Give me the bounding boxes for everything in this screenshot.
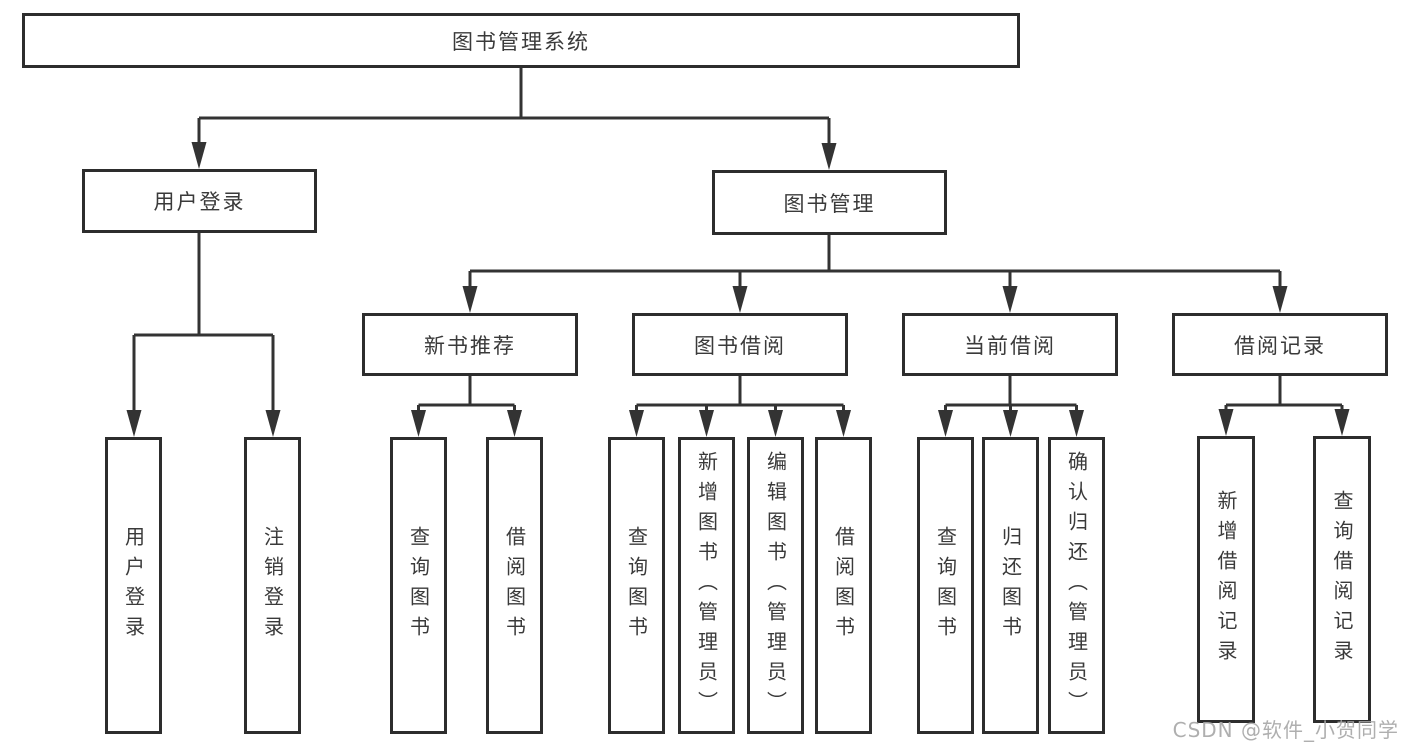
leaf-nb-borrow-books: 借阅图书	[486, 437, 543, 734]
leaf-nb-query-books-label: 查询图书	[406, 525, 431, 646]
leaf-br-add-record: 新增借阅记录	[1197, 436, 1255, 723]
leaf-nb-query-books: 查询图书	[390, 437, 447, 734]
leaf-bb-edit-books-label: 编辑图书（管理员）	[763, 450, 788, 721]
leaf-cb-query-books: 查询图书	[917, 437, 974, 734]
node-book-borrowing: 图书借阅	[632, 313, 848, 376]
node-borrowing-records: 借阅记录	[1172, 313, 1388, 376]
leaf-cb-confirm-return-label: 确认归还（管理员）	[1064, 450, 1089, 721]
leaf-cb-return-books-label: 归还图书	[998, 525, 1023, 646]
leaf-bb-query-books: 查询图书	[608, 437, 665, 734]
leaf-br-query-record: 查询借阅记录	[1313, 436, 1371, 723]
leaf-bb-borrow-books: 借阅图书	[815, 437, 872, 734]
node-new-book-recommend: 新书推荐	[362, 313, 578, 376]
node-book-management: 图书管理	[712, 170, 947, 235]
node-root: 图书管理系统	[22, 13, 1020, 68]
leaf-logout-label: 注销登录	[260, 525, 285, 646]
leaf-bb-edit-books: 编辑图书（管理员）	[747, 437, 804, 734]
leaf-cb-return-books: 归还图书	[982, 437, 1039, 734]
leaf-user-login-label: 用户登录	[121, 525, 146, 646]
leaf-bb-add-books-label: 新增图书（管理员）	[694, 450, 719, 721]
node-current-borrowing: 当前借阅	[902, 313, 1118, 376]
leaf-nb-borrow-books-label: 借阅图书	[502, 525, 527, 646]
leaf-bb-add-books: 新增图书（管理员）	[678, 437, 735, 734]
arrowheads	[126, 142, 1350, 437]
leaf-br-add-record-label: 新增借阅记录	[1214, 489, 1238, 670]
leaf-user-login: 用户登录	[105, 437, 162, 734]
leaf-bb-query-books-label: 查询图书	[624, 525, 649, 646]
node-user-login: 用户登录	[82, 169, 317, 233]
leaf-cb-confirm-return: 确认归还（管理员）	[1048, 437, 1105, 734]
leaf-cb-query-books-label: 查询图书	[933, 525, 958, 646]
leaf-bb-borrow-books-label: 借阅图书	[831, 525, 856, 646]
leaf-logout: 注销登录	[244, 437, 301, 734]
leaf-br-query-record-label: 查询借阅记录	[1330, 489, 1354, 670]
